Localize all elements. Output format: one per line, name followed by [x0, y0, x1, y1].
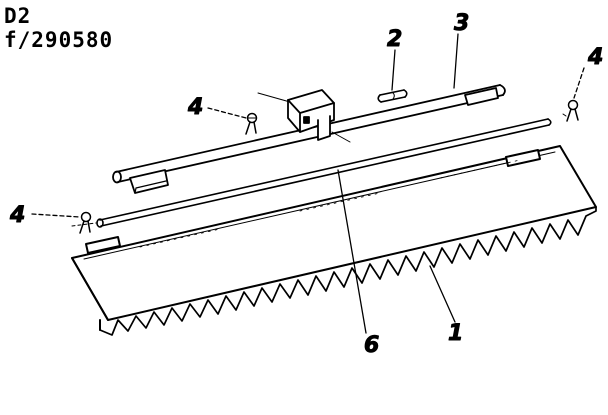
clamp-block: [257, 89, 351, 143]
callout-2: 2: [387, 27, 402, 52]
callout-1: 1: [448, 321, 463, 346]
part-number: f/290580: [4, 28, 114, 52]
leader-lines: [31, 33, 585, 334]
callout-4-upper-left: 4: [187, 95, 203, 120]
cutter-bar-part-1: [71, 145, 597, 336]
split-pin-right: [562, 99, 579, 122]
pin-part-2: [377, 89, 408, 103]
upper-rod-part-3: [112, 84, 506, 194]
callout-4-right: 4: [587, 45, 603, 70]
split-pin-left-upper: [245, 112, 258, 135]
callout-4-lower-left: 4: [9, 203, 25, 228]
lower-rod: [71, 118, 552, 228]
split-pin-left-lower: [79, 211, 92, 234]
model-code: D2: [4, 4, 32, 28]
callout-6: 6: [364, 333, 379, 358]
callout-3: 3: [454, 11, 469, 36]
